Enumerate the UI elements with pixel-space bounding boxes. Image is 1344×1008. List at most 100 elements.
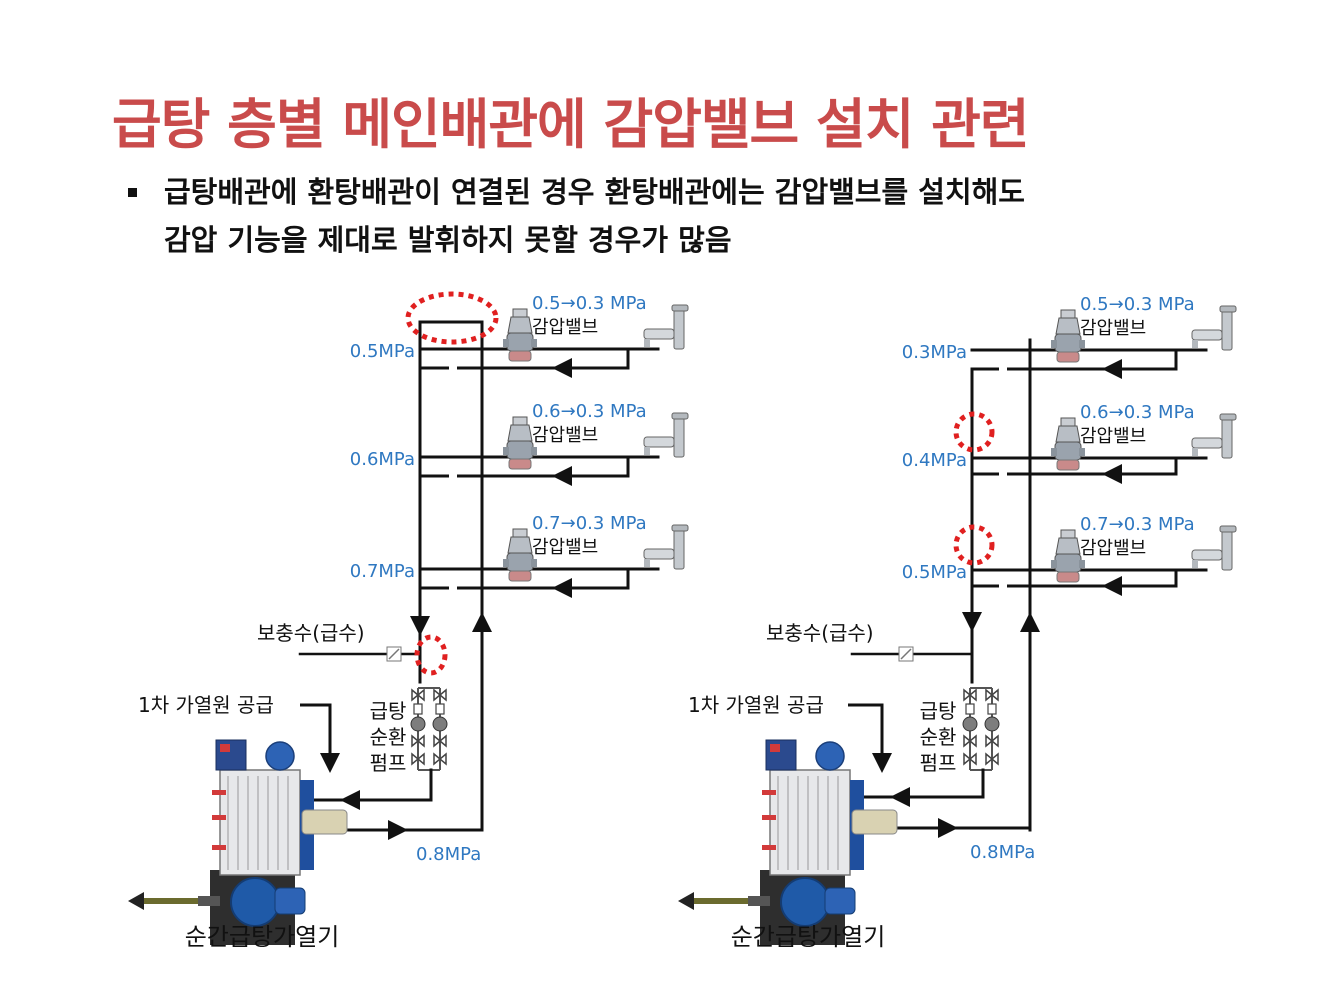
faucet-nozzle (1192, 448, 1198, 456)
valve-bonnet (507, 424, 533, 442)
pump-icon (984, 716, 1000, 732)
valve-base (1056, 351, 1080, 363)
check-valve-icon (985, 734, 999, 748)
gate-valve-icon (985, 752, 999, 766)
faucet-handle (1219, 525, 1237, 533)
gate-valve-icon (411, 688, 425, 702)
drain-arrow-icon (678, 892, 694, 910)
return-flow-arrow (552, 578, 572, 598)
pump-label-line: 순환 (920, 725, 957, 749)
pipe-crossing-gap (449, 471, 457, 481)
primary-supply-pipe (848, 703, 884, 753)
strainer-icon (965, 703, 975, 715)
faucet-nozzle (644, 447, 650, 455)
instant-water-heater-icon (678, 739, 898, 945)
heater-return-arrow (340, 790, 360, 810)
valve-body (506, 552, 534, 572)
instant-water-heater-icon (128, 739, 348, 945)
faucet-spout (1191, 549, 1223, 561)
faucet-nozzle (644, 559, 650, 567)
makeup-water-label: 보충수(급수) (766, 621, 874, 645)
faucet-body (673, 528, 685, 570)
return-flow-arrow (1102, 359, 1122, 379)
floor-pressure-label: 0.7MPa (350, 561, 415, 582)
valve-pressure-label: 0.5→0.3 MPa (532, 293, 647, 314)
valve-pressure-label: 0.7→0.3 MPa (1080, 514, 1195, 535)
pump-label-line: 급탕 (370, 699, 407, 723)
makeup-check-valve-icon (898, 646, 914, 662)
control-panel-light (770, 744, 780, 752)
valve-flange (531, 447, 537, 455)
heater-bolt (762, 845, 776, 850)
valve-base (508, 570, 532, 582)
faucet-icon (643, 304, 689, 350)
valve-flange (1079, 340, 1085, 348)
valve-cap (1060, 309, 1076, 319)
pump-icon (410, 716, 426, 732)
heater-bolt (212, 845, 226, 850)
valve-pressure-label: 0.6→0.3 MPa (532, 401, 647, 422)
valve-cap (1060, 529, 1076, 539)
pressure-reducing-valve-icon (1051, 417, 1085, 471)
pipe-crossing-gap (999, 469, 1007, 479)
primary-supply-arrow (872, 753, 892, 773)
primary-heat-supply-label: 1차 가열원 공급 (138, 693, 274, 717)
valve-body (506, 440, 534, 460)
pipe-crossing-gap (449, 363, 457, 373)
pressure-reducing-valve-icon (1051, 529, 1085, 583)
makeup-water-label: 보충수(급수) (257, 621, 365, 645)
pump-icon (432, 716, 448, 732)
valve-cap (512, 416, 528, 426)
faucet-body (673, 416, 685, 458)
gate-valve-icon (985, 688, 999, 702)
heater-label: 순간급탕가열기 (185, 923, 340, 951)
heater-outlet-pressure-label: 0.8MPa (970, 842, 1035, 863)
faucet-nozzle (644, 339, 650, 347)
heater-bolt (212, 790, 226, 795)
return-flow-arrow (1102, 576, 1122, 596)
heater-supply-arrow (388, 820, 408, 840)
heater-pump-body (274, 887, 306, 915)
faucet-icon (1191, 413, 1237, 459)
faucet-icon (643, 524, 689, 570)
faucet-spout (1191, 329, 1223, 341)
valve-body (1054, 553, 1082, 573)
heater-outlet-pipe (198, 896, 220, 906)
highlight-circle (953, 524, 995, 566)
highlight-circle (953, 411, 995, 453)
faucet-body (1221, 417, 1233, 459)
pump-icon (962, 716, 978, 732)
makeup-check-valve-icon (386, 646, 402, 662)
heater-drain-pipe (140, 898, 198, 904)
heater-drain-pipe (690, 898, 748, 904)
gate-valve-icon (411, 752, 425, 766)
highlight-circle (405, 291, 499, 345)
heater-pump-body (824, 887, 856, 915)
valve-body (1054, 333, 1082, 353)
heater-label: 순간급탕가열기 (731, 923, 886, 951)
faucet-handle (671, 524, 689, 532)
faucet-spout (643, 328, 675, 340)
heater-return-arrow (890, 787, 910, 807)
check-valve-flap (388, 648, 400, 660)
faucet-spout (643, 548, 675, 560)
faucet-nozzle (1192, 340, 1198, 348)
bullet-line-1: 급탕배관에 환탕배관이 연결된 경우 환탕배관에는 감압밸브를 설치해도 (164, 175, 1025, 209)
valve-cap (1060, 417, 1076, 427)
gate-valve-icon (433, 752, 447, 766)
pipe-crossing-gap (999, 581, 1007, 591)
primary-supply-arrow (320, 753, 340, 773)
valve-cap (512, 528, 528, 538)
valve-flange (1051, 340, 1057, 348)
valve-name-label: 감압밸브 (1080, 426, 1146, 447)
heater-supply-arrow (938, 818, 958, 838)
check-valve-icon (963, 734, 977, 748)
heater-bolt (762, 790, 776, 795)
highlight-circle (414, 634, 448, 676)
faucet-spout (643, 436, 675, 448)
valve-pressure-label: 0.7→0.3 MPa (532, 513, 647, 534)
faucet-body (1221, 309, 1233, 351)
floor-pressure-label: 0.5MPa (902, 562, 967, 583)
pump-label-line: 급탕 (920, 699, 957, 723)
